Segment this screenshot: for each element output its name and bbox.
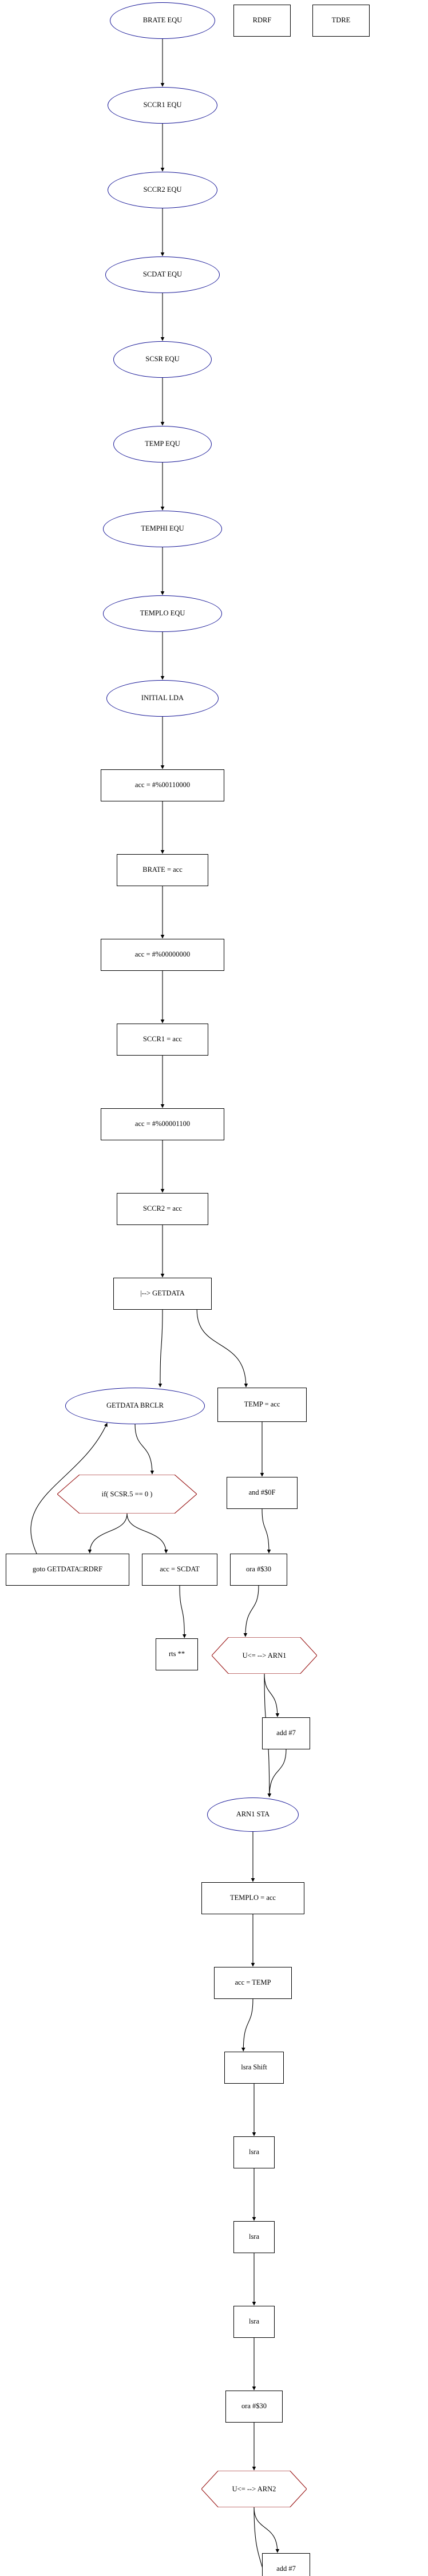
label-node: INITIAL LDA <box>106 680 219 717</box>
label-node: TEMPLO EQU <box>103 595 222 632</box>
statement-node: TEMPLO = acc <box>201 1882 304 1914</box>
edge <box>134 1424 154 1475</box>
statement-node: lsra <box>233 2306 275 2338</box>
statement-node: TDRE <box>312 5 370 37</box>
statement-node: acc = #%00001100 <box>101 1108 224 1140</box>
edge <box>253 2507 265 2576</box>
statement-node: rts ** <box>156 1638 198 1670</box>
edge <box>243 1585 259 1637</box>
edges <box>30 39 287 2576</box>
node-label: U<= --> ARN1 <box>242 1651 287 1660</box>
edge <box>88 1513 128 1554</box>
decision-node: U<= --> ARN2 <box>201 2471 307 2507</box>
edge <box>179 1585 187 1638</box>
label-node: GETDATA BRCLR <box>65 1388 205 1424</box>
statement-node: and #$0F <box>227 1477 298 1509</box>
statement-node: |--> GETDATA <box>113 1278 212 1310</box>
label-node: SCCR1 EQU <box>108 87 217 124</box>
edge <box>261 1508 271 1554</box>
label-node: BRATE EQU <box>110 2 215 39</box>
label-node: SCDAT EQU <box>105 256 220 293</box>
statement-node: ora #$30 <box>225 2391 283 2423</box>
statement-node: add #7 <box>262 1717 310 1749</box>
statement-node: lsra <box>233 2136 275 2168</box>
statement-node: lsra <box>233 2221 275 2253</box>
label-node: ARN1 STA <box>207 1797 299 1832</box>
statement-node: acc = SCDAT <box>142 1554 217 1586</box>
edge <box>30 1423 108 1554</box>
edge <box>241 1998 253 2052</box>
edge <box>253 2507 280 2553</box>
statement-node: SCCR1 = acc <box>117 1024 208 1056</box>
label-node: SCCR2 EQU <box>108 172 217 208</box>
edge <box>158 1309 163 1388</box>
statement-node: add #7 <box>262 2553 310 2576</box>
edge <box>264 1673 280 1717</box>
statement-node: acc = #%00110000 <box>101 769 224 801</box>
edge <box>196 1309 248 1388</box>
statement-node: SCCR2 = acc <box>117 1193 208 1225</box>
edge <box>126 1513 168 1554</box>
decision-node: if( SCSR.5 == 0 ) <box>57 1475 197 1514</box>
label-node: SCSR EQU <box>113 341 212 378</box>
statement-node: lsra Shift <box>224 2052 284 2084</box>
label-node: TEMP EQU <box>113 426 212 463</box>
decision-node: U<= --> ARN1 <box>212 1637 317 1674</box>
node-label: U<= --> ARN2 <box>232 2484 276 2493</box>
label-node: TEMPHI EQU <box>103 511 222 547</box>
statement-node: BRATE = acc <box>117 854 208 886</box>
statement-node: acc = #%00000000 <box>101 939 224 971</box>
statement-node: ora #$30 <box>230 1554 287 1586</box>
statement-node: RDRF <box>233 5 291 37</box>
statement-node: TEMP = acc <box>217 1388 307 1422</box>
edge <box>267 1749 287 1797</box>
node-label: if( SCSR.5 == 0 ) <box>101 1490 153 1498</box>
statement-node: goto GETDATA□RDRF <box>6 1554 129 1586</box>
statement-node: acc = TEMP <box>214 1967 292 1999</box>
